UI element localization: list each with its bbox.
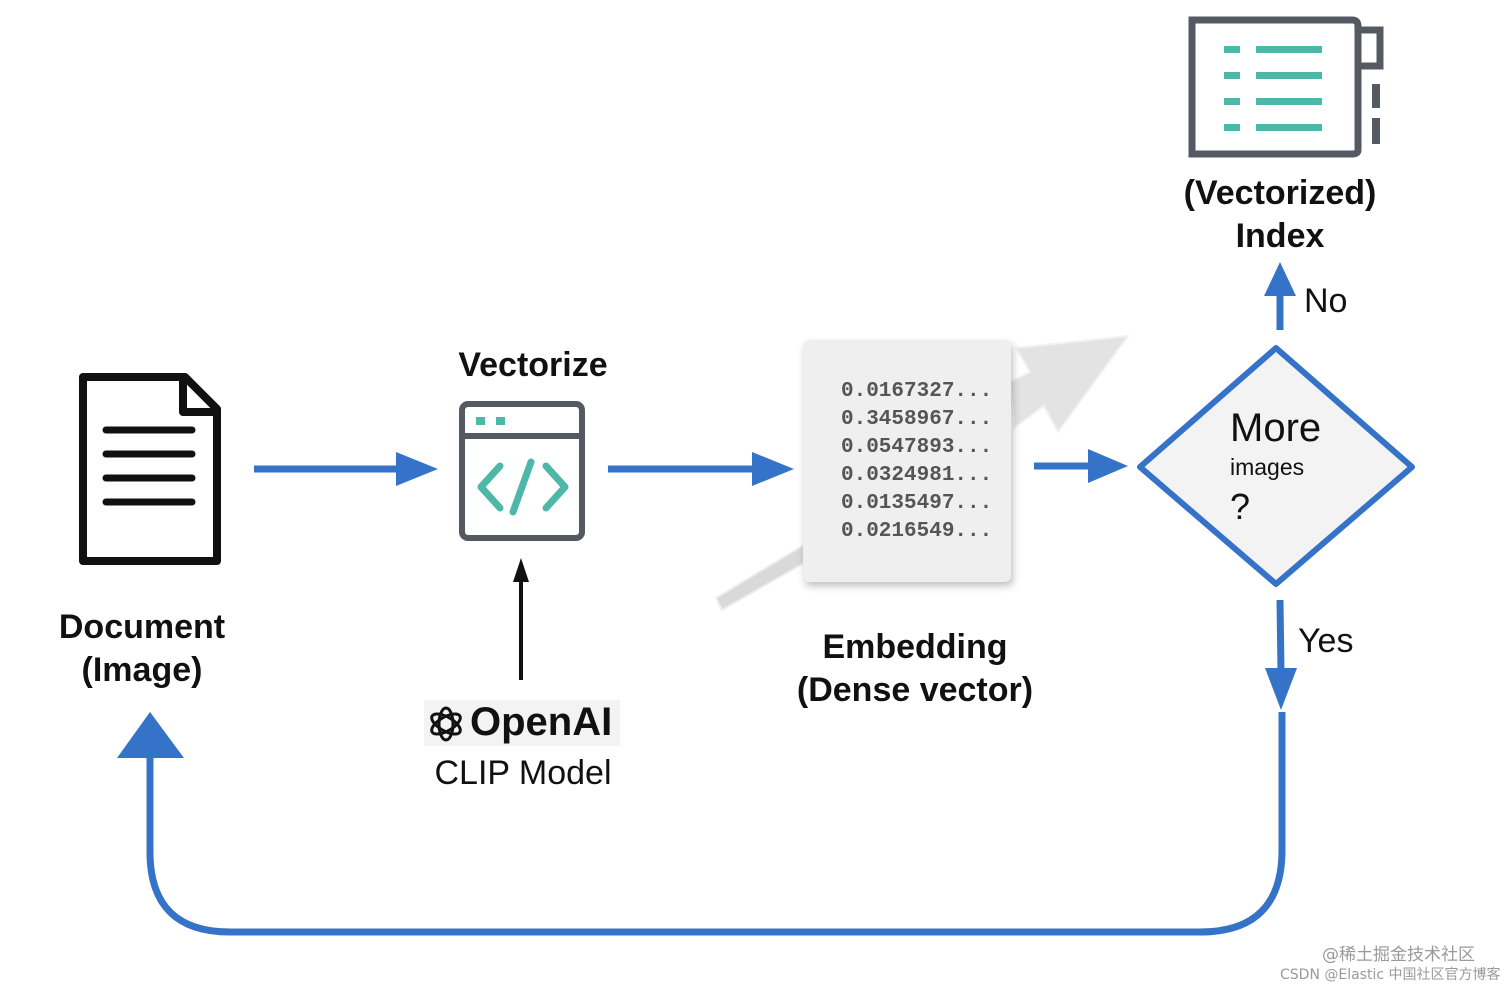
decision-diamond — [1137, 345, 1415, 587]
decision-text-line1: More — [1230, 406, 1322, 450]
decision-text-line2: images — [1230, 454, 1305, 480]
document-label-line2: (Image) — [81, 651, 203, 689]
embedding-value: 0.0324981... — [841, 464, 993, 487]
document-label-line1: Document — [58, 608, 226, 646]
embedding-label-line2: (Dense vector) — [796, 671, 1034, 709]
embedding-value: 0.0135497... — [841, 492, 993, 515]
openai-brand: OpenAI — [424, 700, 620, 746]
embedding-value: 0.0216549... — [841, 520, 993, 543]
openai-logo-icon — [430, 706, 462, 742]
embedding-label: Embedding (Dense vector) — [760, 626, 1070, 712]
embedding-values: 0.0167327... 0.3458967... 0.0547893... 0… — [841, 378, 992, 546]
arrow-vectorize-to-embedding — [608, 452, 794, 486]
no-branch-label: No — [1304, 282, 1348, 320]
arrow-decision-yes — [1265, 599, 1297, 710]
index-list-icon — [1188, 16, 1384, 158]
embedding-value: 0.3458967... — [841, 408, 993, 431]
model-name-label: CLIP Model — [434, 754, 612, 792]
openai-wordmark: OpenAI — [470, 700, 613, 744]
code-window-icon — [459, 401, 585, 541]
index-label: (Vectorized) Index — [1150, 172, 1410, 258]
embedding-label-line1: Embedding — [822, 628, 1008, 666]
yes-branch-label: Yes — [1298, 622, 1354, 660]
embedding-card: 0.0167327... 0.3458967... 0.0547893... 0… — [803, 340, 1011, 582]
index-label-line2: Index — [1235, 217, 1325, 255]
index-label-line1: (Vectorized) — [1183, 174, 1377, 212]
document-icon — [79, 373, 221, 565]
document-label: Document (Image) — [30, 606, 254, 692]
watermark-line1: @稀土掘金技术社区 — [1322, 945, 1475, 965]
decision-text-line3: ? — [1230, 486, 1251, 527]
watermark-line2: CSDN @Elastic 中国社区官方博客 — [1280, 967, 1501, 983]
vectorize-label: Vectorize — [458, 346, 608, 384]
arrow-embedding-to-decision — [1034, 449, 1128, 483]
embedding-value: 0.0547893... — [841, 436, 993, 459]
arrow-model-to-vectorize — [513, 558, 529, 680]
arrow-decision-to-index — [1264, 262, 1296, 330]
arrow-loop-back-to-document — [117, 712, 1286, 936]
embedding-value: 0.0167327... — [841, 380, 993, 403]
arrow-document-to-vectorize — [254, 452, 438, 486]
